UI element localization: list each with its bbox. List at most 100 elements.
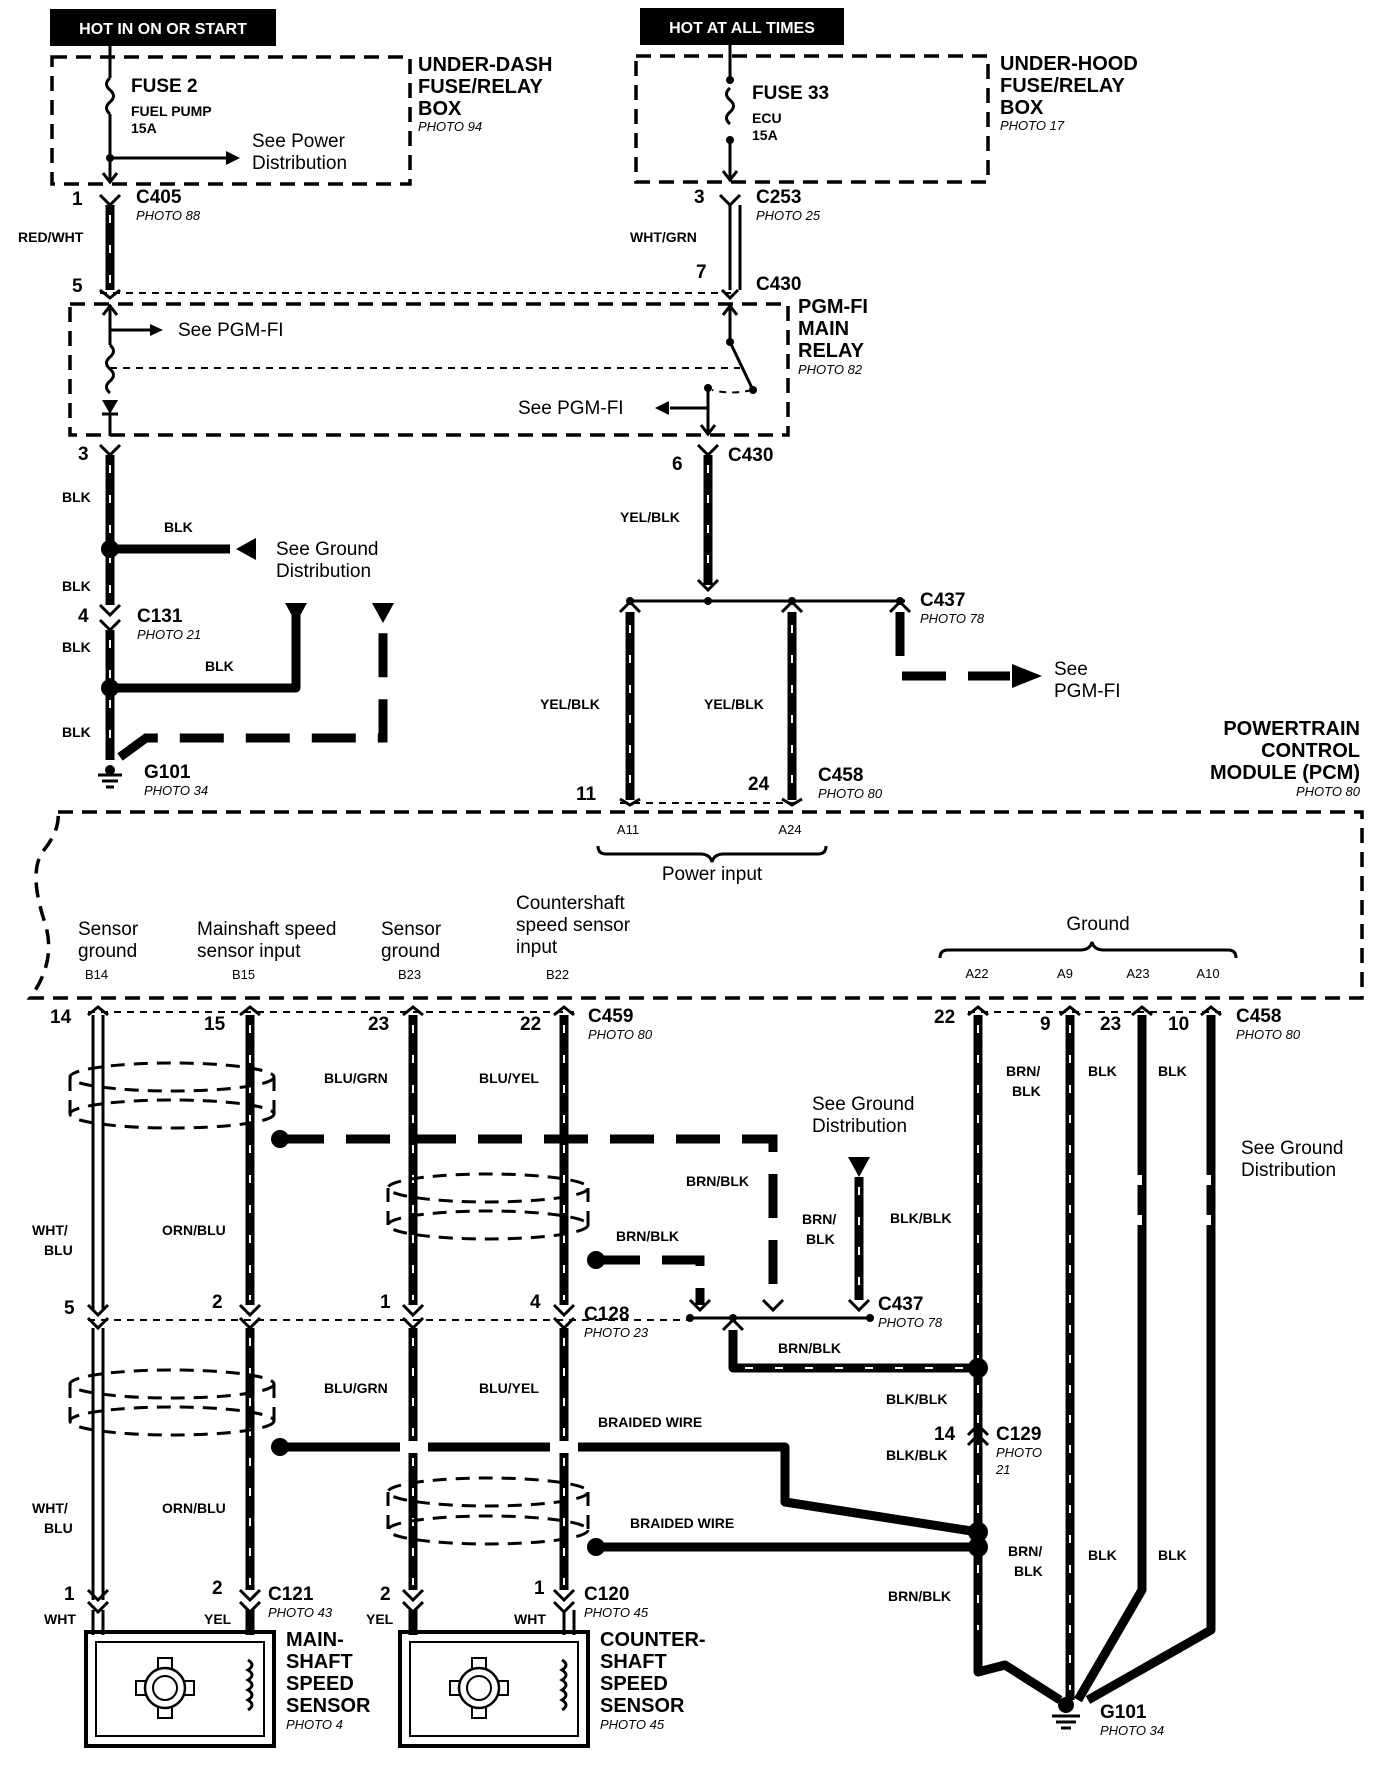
hot-all-times-label: HOT AT ALL TIMES xyxy=(669,20,815,37)
wire-label-orn-blu-2: ORN/BLU xyxy=(162,1500,226,1516)
see-power-2: Distribution xyxy=(252,153,347,174)
wire-shield-ground-2 xyxy=(596,1255,705,1305)
c458-bottom-label: C458 xyxy=(1236,1006,1281,1027)
hot-in-run-header: HOT IN ON OR START xyxy=(50,9,276,46)
underdash-photo: PHOTO 94 xyxy=(418,119,482,134)
c121-pin-2: 2 xyxy=(212,1578,223,1599)
c121-photo: PHOTO 43 xyxy=(268,1605,333,1620)
underhood-photo: PHOTO 17 xyxy=(1000,118,1065,133)
relay-title-1: PGM-FI xyxy=(798,296,868,318)
power-input-label: Power input xyxy=(662,864,763,885)
wire-label-blk-2: BLK xyxy=(164,519,193,535)
relay-photo: PHOTO 82 xyxy=(798,362,863,377)
wire-to-pgmfi xyxy=(895,612,1010,681)
pin-23: 23 xyxy=(368,1014,389,1035)
c437-bottom-label: C437 xyxy=(878,1294,923,1315)
countershaft-title-3: SPEED xyxy=(600,1673,668,1695)
countershaft-title-4: SENSOR xyxy=(600,1695,685,1717)
wire-label-braided-2: BRAIDED WIRE xyxy=(630,1515,734,1531)
c129-pin: 14 xyxy=(934,1424,956,1445)
g101-bottom-photo: PHOTO 34 xyxy=(1100,1723,1164,1738)
wire-label-wht-blu-1a: WHT/ xyxy=(32,1222,68,1238)
c129-label: C129 xyxy=(996,1424,1041,1445)
mainshaft-title-1: MAIN- xyxy=(286,1629,344,1651)
under-hood-fuse-box: FUSE 33 ECU 15A xyxy=(634,45,990,184)
countershaft-input-1: Countershaft xyxy=(516,893,626,914)
pin-a11: A11 xyxy=(617,822,639,837)
ground-dist-b-1: See Ground xyxy=(812,1094,914,1115)
pin-r23: 23 xyxy=(1100,1014,1121,1035)
wire-label-blu-yel-1: BLU/YEL xyxy=(479,1070,539,1086)
c129-photo-2: 21 xyxy=(995,1462,1010,1477)
mainshaft-speed-sensor xyxy=(84,1630,276,1748)
pin-15: 15 xyxy=(204,1014,226,1035)
countershaft-title-1: COUNTER- xyxy=(600,1629,706,1651)
sensor-rotor-icon xyxy=(449,1657,509,1719)
c437-top-label: C437 xyxy=(920,590,965,611)
wire-label-blk-3: BLK xyxy=(62,578,91,594)
c129-photo-1: PHOTO xyxy=(996,1445,1042,1460)
wire-shield-ground-1 xyxy=(280,1134,778,1300)
sensor-ground-1a: Sensor xyxy=(78,919,139,940)
wire-blk-to-ground xyxy=(110,612,301,693)
c430-top-label: C430 xyxy=(756,274,801,295)
wire-label-wht-blu-2b: BLU xyxy=(44,1520,73,1536)
pin-r10: 10 xyxy=(1168,1014,1189,1035)
c128-label: C128 xyxy=(584,1304,629,1325)
wire-label-brn-blk-c1: BRN/ xyxy=(802,1211,836,1227)
ground-dist-c-1: See Ground xyxy=(1241,1138,1343,1159)
wire-label-blk-1: BLK xyxy=(62,489,91,505)
wire-label-brn-blk-d: BRN/BLK xyxy=(778,1340,841,1356)
fuse-33-amp: 15A xyxy=(752,127,778,143)
ground-group-label: Ground xyxy=(1066,914,1129,935)
c458-bottom-photo: PHOTO 80 xyxy=(1236,1027,1301,1042)
sensor-ground-2a: Sensor xyxy=(381,919,442,940)
wire-label-brn-blk-r2b: BLK xyxy=(1014,1563,1043,1579)
pin-22: 22 xyxy=(520,1014,541,1035)
c128-pin-4: 4 xyxy=(530,1292,541,1313)
relay-see-pgmfi-top: See PGM-FI xyxy=(178,320,284,341)
hot-in-run-label: HOT IN ON OR START xyxy=(79,21,247,38)
ground-g101-top xyxy=(98,765,122,789)
wire-label-brn-blk-b: BRN/BLK xyxy=(686,1173,749,1189)
pin-14: 14 xyxy=(50,1007,72,1028)
pin-a23: A23 xyxy=(1126,966,1149,981)
wire-label-blk-r1: BLK xyxy=(1088,1063,1117,1079)
pcm-title-1: POWERTRAIN xyxy=(1223,718,1360,740)
wire-label-blu-grn-2: BLU/GRN xyxy=(324,1380,388,1396)
wire-label-blu-yel-2: BLU/YEL xyxy=(479,1380,539,1396)
ground-dist-b-2: Distribution xyxy=(812,1116,907,1137)
c430-bottom-label: C430 xyxy=(728,445,773,466)
pgmfi-main-relay: See PGM-FI See PGM-FI xyxy=(68,302,790,437)
underhood-title-2: FUSE/RELAY xyxy=(1000,75,1126,97)
c253-photo: PHOTO 25 xyxy=(756,208,821,223)
c458-top-label: C458 xyxy=(818,765,863,786)
wire-label-blk-r4: BLK xyxy=(1158,1547,1187,1563)
c430-pin-5: 5 xyxy=(72,276,83,297)
c121-pin-1: 1 xyxy=(64,1584,75,1605)
mainshaft-input-2: sensor input xyxy=(197,941,301,962)
wire-label-blk-5: BLK xyxy=(205,658,234,674)
wire-label-yel-blk-3: YEL/BLK xyxy=(704,696,764,712)
fuse-2-sub: FUEL PUMP xyxy=(131,103,212,119)
sensor-rotor-icon xyxy=(135,1657,195,1719)
c120-pin-1: 1 xyxy=(534,1578,545,1599)
underhood-title-1: UNDER-HOOD xyxy=(1000,53,1138,75)
c131-label: C131 xyxy=(137,606,183,627)
mainshaft-input-1: Mainshaft speed xyxy=(197,919,336,940)
c253-pin: 3 xyxy=(694,187,705,208)
relay-see-pgmfi-bottom: See PGM-FI xyxy=(518,398,624,419)
g101-top-photo: PHOTO 34 xyxy=(144,783,208,798)
relay-title-3: RELAY xyxy=(798,340,865,362)
wire-ground-shield-top xyxy=(117,612,388,761)
wire-label-orn-blu-1: ORN/BLU xyxy=(162,1222,226,1238)
pin-b15: B15 xyxy=(232,967,255,982)
wire-label-brn-blk-r1a: BRN/ xyxy=(1006,1063,1040,1079)
c459-photo: PHOTO 80 xyxy=(588,1027,653,1042)
c128-pin-1: 1 xyxy=(380,1292,391,1313)
pin-a24: A24 xyxy=(778,822,801,837)
see-pgmfi-1: See xyxy=(1054,659,1088,680)
wire-braided-1 xyxy=(280,1442,979,1537)
pcm-photo: PHOTO 80 xyxy=(1296,784,1361,799)
